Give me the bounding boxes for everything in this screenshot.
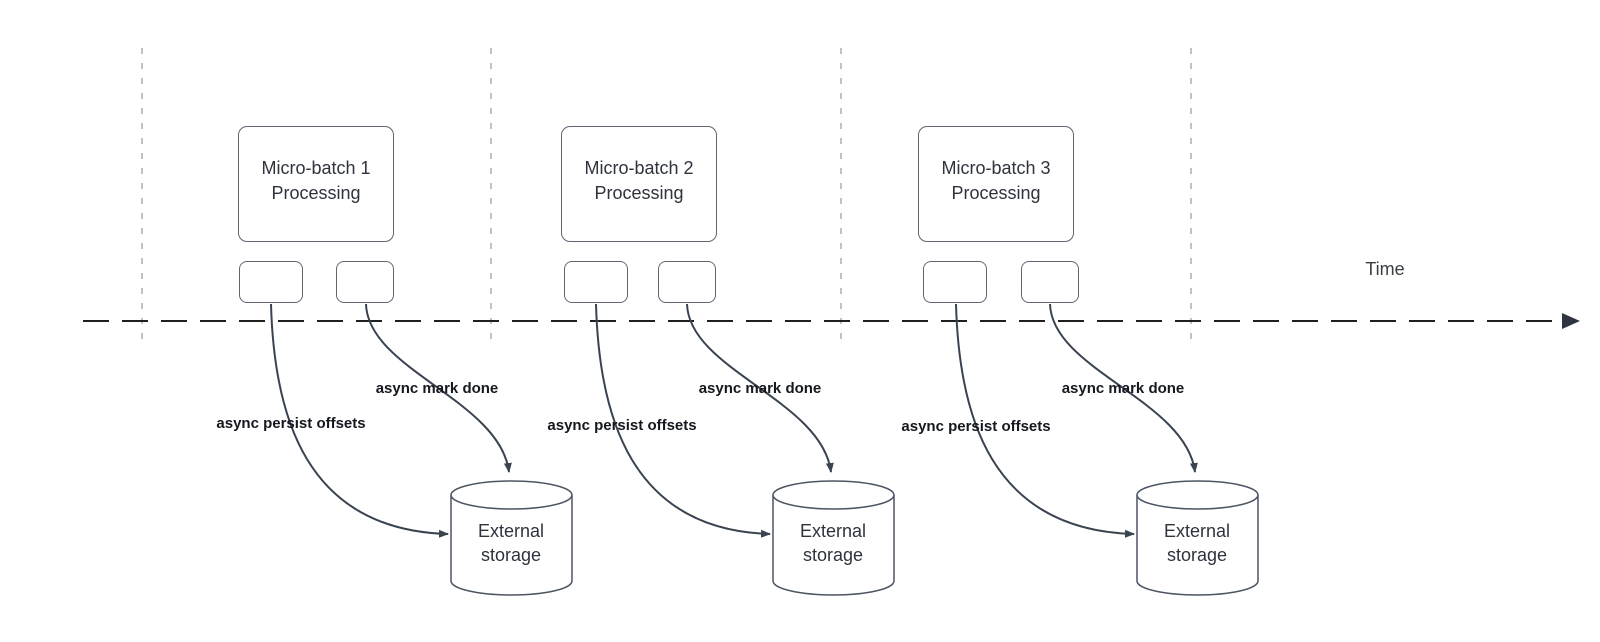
- storage-cylinder-3-body: [1136, 495, 1259, 596]
- storage-cylinder-2-body: [772, 495, 895, 596]
- mark-done-label-2: async mark done: [698, 380, 822, 397]
- external-storage-1-line1: External: [477, 521, 545, 541]
- external-storage-3-line1: External: [1163, 521, 1231, 541]
- storage-cylinder-2-top: [772, 480, 895, 510]
- micro-batch-3-box: Micro-batch 3 Processing: [918, 126, 1074, 242]
- external-storage-label-2: External storage: [800, 519, 866, 567]
- time-axis-label: Time: [1365, 259, 1405, 279]
- mark-done-arrow-2: [686, 303, 834, 473]
- offset-task-box-3: [923, 261, 987, 303]
- micro-batch-1-title-line2: Processing: [271, 183, 361, 203]
- time-guides: [141, 48, 1192, 340]
- mark-done-label-3: async mark done: [1061, 380, 1185, 397]
- mark-task-box-2: [658, 261, 716, 303]
- storage-cylinder-3-top: [1136, 480, 1259, 510]
- storage-cylinders: [450, 480, 1259, 596]
- mark-task-box-1: [336, 261, 394, 303]
- offset-task-box-1: [239, 261, 303, 303]
- persist-offsets-arrow-3: [955, 303, 1135, 538]
- persist-offsets-arrow-2: [595, 303, 771, 538]
- timeline-arrowhead-icon: [1562, 313, 1580, 329]
- micro-batch-2-title-line2: Processing: [594, 183, 684, 203]
- external-storage-2-line1: External: [799, 521, 867, 541]
- micro-batch-1-box: Micro-batch 1 Processing: [238, 126, 394, 242]
- micro-batch-3-title-line1: Micro-batch 3: [941, 158, 1051, 178]
- micro-batch-1-title-line1: Micro-batch 1: [261, 158, 371, 178]
- mark-done-arrow-3: [1049, 303, 1198, 473]
- mark-done-label-1: async mark done: [375, 380, 499, 397]
- persist-offsets-label-3: async persist offsets: [901, 418, 1051, 435]
- external-storage-2-line2: storage: [802, 545, 864, 565]
- external-storage-1-line2: storage: [480, 545, 542, 565]
- external-storage-label-3: External storage: [1164, 519, 1230, 567]
- external-storage-3-line2: storage: [1166, 545, 1228, 565]
- mark-task-box-3: [1021, 261, 1079, 303]
- external-storage-label-1: External storage: [478, 519, 544, 567]
- micro-batch-2-title-line1: Micro-batch 2: [584, 158, 694, 178]
- storage-cylinder-1-top: [450, 480, 573, 510]
- storage-cylinder-1-body: [450, 495, 573, 596]
- persist-offsets-label-2: async persist offsets: [547, 417, 697, 434]
- mark-done-arrow-1: [365, 303, 512, 473]
- persist-offsets-arrow-1: [270, 303, 449, 538]
- micro-batch-3-title-line2: Processing: [951, 183, 1041, 203]
- micro-batch-2-box: Micro-batch 2 Processing: [561, 126, 717, 242]
- offset-task-box-2: [564, 261, 628, 303]
- persist-offsets-label-1: async persist offsets: [216, 415, 366, 432]
